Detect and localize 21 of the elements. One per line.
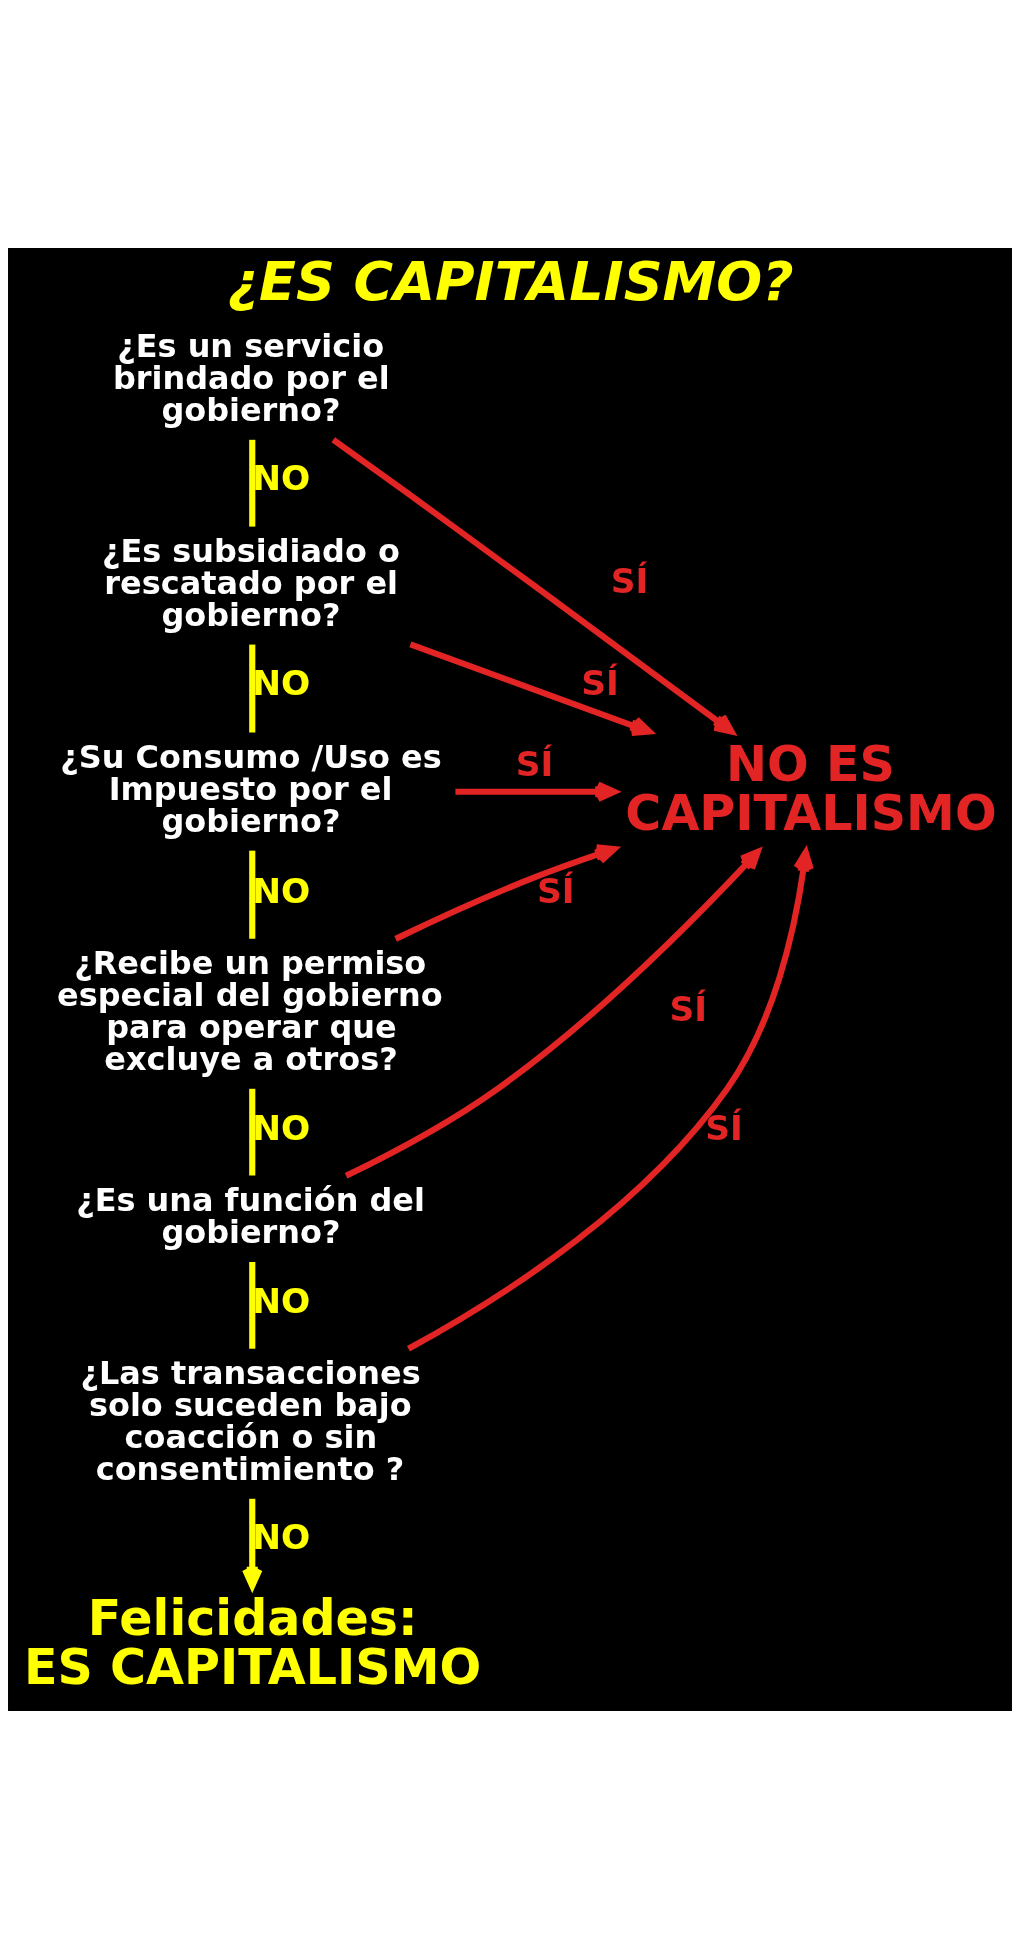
node-text: NO ES CAPITALISMO [625,734,997,842]
node-text: ¿Su Consumo /Uso es Impuesto por el gobierno? [60,737,442,840]
node-text: ¿Es subsidiado o rescatado por el gobierno? [101,531,400,634]
edge-label: SÍ [669,988,708,1029]
node-text: ¿Recibe un permiso especial del gobierno para operar que excluye a otros? [57,943,443,1078]
edge-label: NO [252,457,311,498]
edge-label: NO [252,1280,311,1321]
diagram-title: ¿ES CAPITALISMO? [227,249,794,313]
node-text: ¿Las transacciones solo suceden bajo coacción o sin consentimiento ? [80,1353,421,1488]
edge-label: SÍ [705,1107,743,1148]
edge-label: NO [252,1107,311,1148]
edge-label: SÍ [537,870,575,911]
node-text: ¿Es un servicio brindado por el gobierno? [112,326,390,429]
edge-label: SÍ [581,662,619,703]
edge-label: SÍ [515,743,554,784]
edge-label: SÍ [610,560,649,601]
edge-label: NO [252,1516,311,1557]
edge-label: NO [252,662,311,703]
edge-label: NO [252,870,311,911]
node-text: ¿Es una función del gobierno? [76,1180,425,1251]
node-text: Felicidades: ES CAPITALISMO [23,1588,482,1696]
